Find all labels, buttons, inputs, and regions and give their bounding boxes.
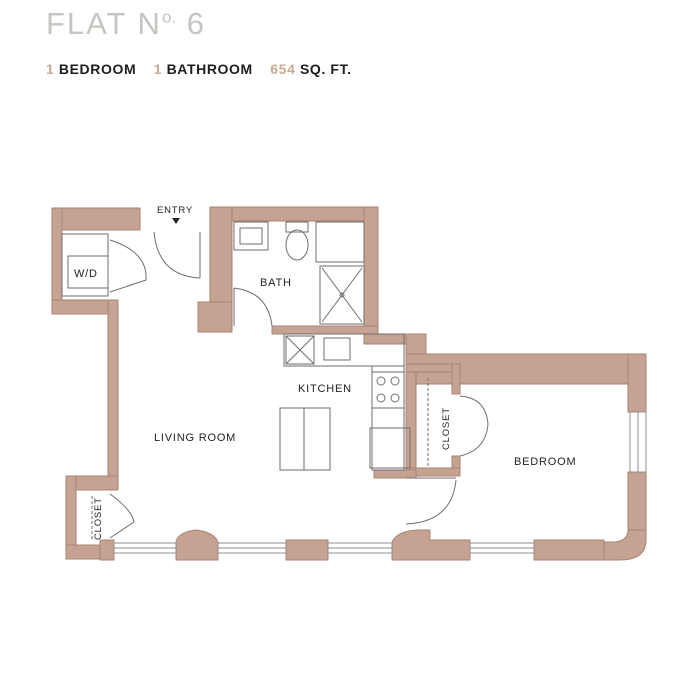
bath-door-swing [233,287,273,327]
window-bay-2 [391,529,471,561]
bathroom-count: 1 [153,61,163,77]
bath-sink [233,221,269,251]
closet-right-wall-left [405,363,417,475]
area-unit: SQ. FT. [299,61,352,77]
living-room-label: LIVING ROOM [154,432,236,444]
doors [109,231,489,539]
shower-pan [319,265,365,325]
wd-wall-left [51,207,63,315]
closet-left-label: CLOSET [93,497,104,540]
fixtures [61,221,429,540]
entry-door-swing [153,231,201,279]
bedroom-corner [599,529,647,561]
wd-door-swing [109,239,147,293]
window-bay-1 [175,529,219,561]
flat-title-prefix: FLAT N [46,6,162,41]
area-value: 654 [270,61,296,77]
bottom-wall-pier-1 [285,539,329,561]
closet-left-door-swing [109,493,135,539]
closet-right-door-swing [459,395,489,457]
wd-label: W/D [74,268,98,280]
bath-wall-bottom [271,325,379,335]
shower [315,221,365,263]
bedroom-door-swing [405,479,457,525]
refrigerator [369,427,411,469]
wd-wall-top [51,207,141,231]
bath-wall-left [209,206,233,304]
toilet-tank [285,221,309,233]
wd-machine [67,255,109,289]
kitchen-partition [373,469,417,479]
entry-arrow-icon [172,218,180,224]
walls [51,206,647,561]
bedroom-wall-right-lower [627,471,647,533]
closet-right-wall-right [451,363,461,395]
windows [113,411,647,554]
bottom-wall-pier-2 [533,539,605,561]
living-wall-left [107,299,119,491]
room-labels: ENTRY W/D BATH KITCHEN LIVING ROOM BEDRO… [74,205,576,540]
bedroom-count: 1 [46,61,55,77]
bedroom-wall-right-upper [627,353,647,413]
flat-title-number-sign: o. [161,7,177,27]
kitchen-island [279,407,331,471]
kitchen-counter-side [371,365,405,471]
bathroom-label: BATHROOM [166,61,253,77]
bedroom-label: BEDROOM [58,61,137,77]
kitchen-counter-top [283,333,405,367]
entry-label: ENTRY [157,205,193,216]
bedroom-label-text: BEDROOM [514,456,576,468]
dishwasher [285,335,315,365]
kitchen-sink [323,337,351,361]
closet-right-label: CLOSET [441,407,452,450]
unit-specs: 1 BEDROOM 1 BATHROOM 654 SQ. FT. [46,61,352,77]
kitchen-label: KITCHEN [298,383,352,395]
stove [371,371,405,409]
bath-wall-left-base [197,301,233,333]
bath-wall-top [209,206,379,222]
bath-wall-right [363,206,379,336]
bath-label: BATH [260,277,292,289]
flat-title-number: 6 [186,6,206,41]
bottom-wall-left [99,539,115,561]
flat-title: FLAT No. 6 [46,6,206,42]
wd-unit [61,233,109,297]
toilet-bowl [285,229,309,261]
